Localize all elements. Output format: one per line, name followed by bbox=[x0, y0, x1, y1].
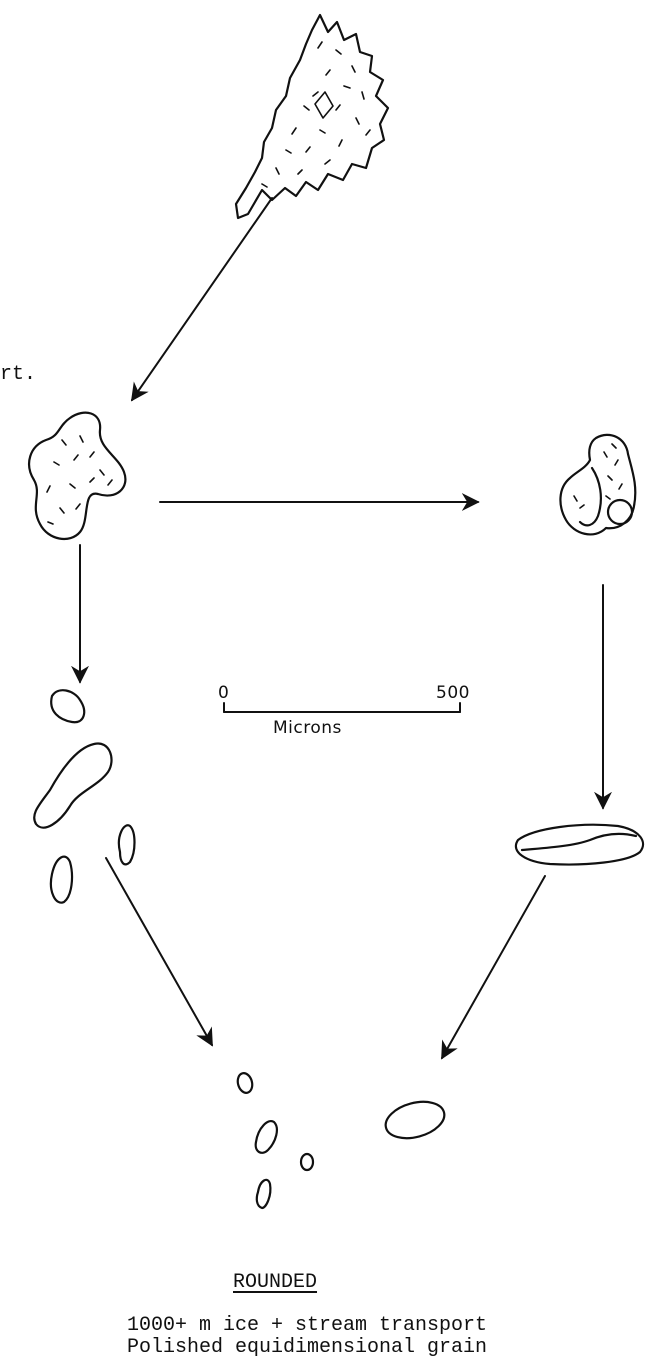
scale-bar bbox=[224, 703, 460, 712]
arrow-right-to-bottom bbox=[442, 876, 545, 1058]
arrow-top-to-left bbox=[132, 198, 272, 400]
subrounded-grains-left bbox=[34, 690, 134, 902]
angular-grain-left bbox=[29, 413, 125, 539]
transport-arrows bbox=[80, 198, 603, 1058]
subangular-grain-right bbox=[560, 435, 635, 535]
angular-grain-top bbox=[236, 15, 388, 218]
rounded-grains-bottom bbox=[236, 1072, 449, 1208]
arrow-left-to-bottom bbox=[106, 858, 212, 1045]
flattened-grain-right bbox=[516, 825, 643, 865]
